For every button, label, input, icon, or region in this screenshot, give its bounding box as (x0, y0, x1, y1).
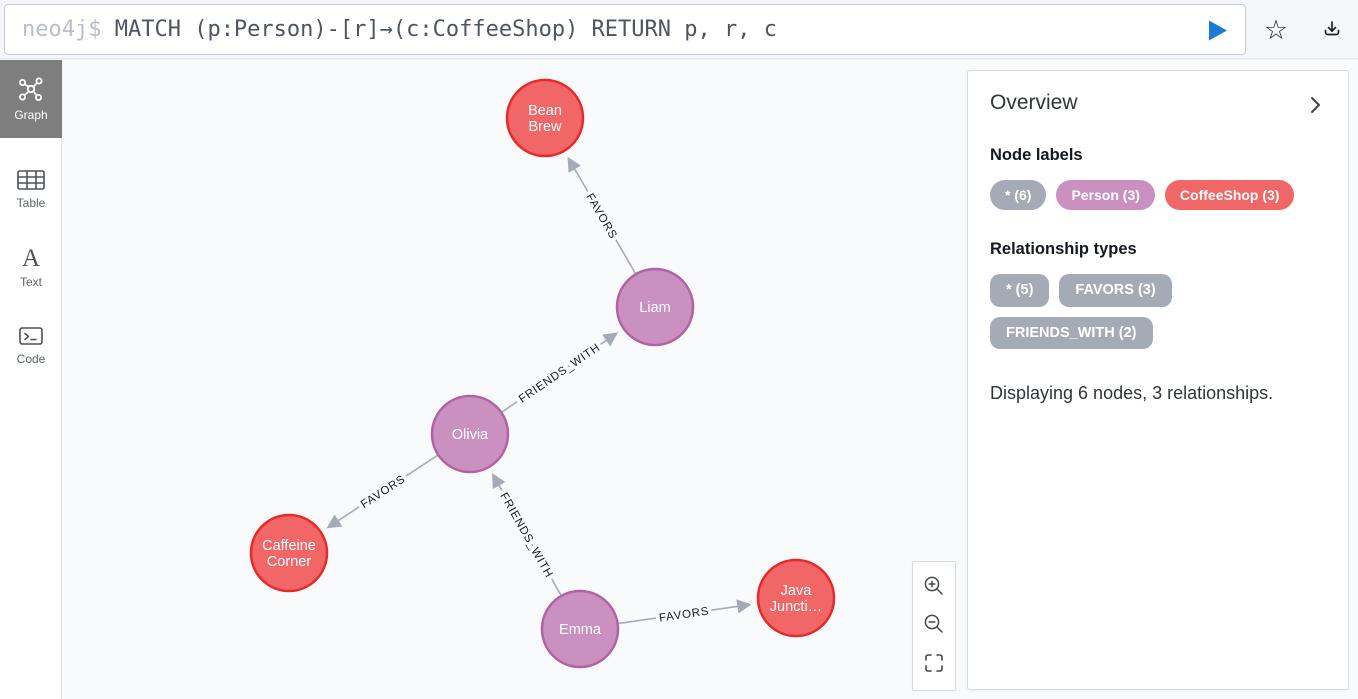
result-view-sidebar: Graph Table A Text (0, 60, 62, 699)
graph-node-emma[interactable]: Emma (540, 589, 620, 669)
relationship-type-pill[interactable]: * (5) (990, 274, 1050, 307)
code-icon (17, 324, 45, 348)
table-icon (16, 168, 46, 192)
relationship-type-pill[interactable]: FRIENDS_WITH (2) (990, 316, 1153, 349)
favorite-query-button[interactable]: ☆ (1258, 12, 1294, 48)
star-icon: ☆ (1263, 14, 1289, 45)
node-label-pill[interactable]: * (6) (990, 180, 1047, 210)
tab-table[interactable]: Table (0, 156, 62, 222)
edge-label: FAVORS (583, 192, 619, 242)
query-prompt: neo4j$ (22, 17, 102, 42)
panel-collapse-button[interactable] (1304, 93, 1326, 120)
zoom-in-icon (922, 574, 946, 601)
query-input[interactable]: neo4j$ MATCH (p:Person)-[r]→(c:CoffeeSho… (4, 4, 1246, 55)
node-label-pills: * (6) Person (3) CoffeeShop (3) (990, 180, 1326, 210)
tab-code-label: Code (16, 352, 46, 366)
zoom-out-button[interactable] (916, 609, 952, 643)
download-results-button[interactable] (1314, 12, 1350, 48)
download-icon (1320, 17, 1344, 44)
graph-node-liam[interactable]: Liam (615, 267, 695, 347)
fit-to-screen-icon (923, 652, 945, 677)
graph-edge-friends_with[interactable] (501, 332, 619, 413)
edge-label: FRIENDS_WITH (497, 491, 555, 580)
node-label-pill[interactable]: CoffeeShop (3) (1164, 180, 1295, 210)
chevron-right-icon (1306, 97, 1324, 118)
graph-edge-favors[interactable] (618, 599, 752, 625)
node-caption: Liam (639, 300, 670, 316)
node-caption: Olivia (452, 427, 489, 443)
edge-label: FRIENDS_WITH (517, 342, 603, 406)
graph-edge-favors[interactable] (567, 156, 637, 274)
overview-title: Overview (990, 91, 1078, 114)
text-icon: A (21, 244, 41, 272)
graph-edge-friends_with[interactable] (492, 473, 562, 596)
query-text[interactable]: neo4j$ MATCH (p:Person)-[r]→(c:CoffeeSho… (22, 17, 777, 42)
tab-text-label: Text (19, 274, 42, 289)
relationship-type-pill[interactable]: FAVORS (3) (1059, 274, 1172, 307)
node-labels-heading: Node labels (990, 146, 1083, 164)
result-status-text: Displaying 6 nodes, 3 relationships. (990, 383, 1274, 403)
tab-table-label: Table (16, 196, 46, 210)
graph-edge-favors[interactable] (326, 454, 438, 529)
fit-to-screen-button[interactable] (916, 648, 952, 682)
tab-graph-label: Graph (14, 108, 48, 122)
tab-text[interactable]: A Text (0, 234, 62, 300)
edge-label: FAVORS (359, 473, 408, 511)
run-query-button[interactable] (1207, 19, 1229, 42)
tab-graph[interactable]: Graph (0, 60, 62, 138)
graph-icon (17, 76, 45, 104)
graph-node-olivia[interactable]: Olivia (430, 394, 510, 474)
edge-label: FAVORS (658, 606, 710, 625)
play-icon (1207, 19, 1229, 42)
zoom-in-button[interactable] (916, 570, 952, 604)
zoom-out-icon (922, 612, 946, 639)
tab-code[interactable]: Code (0, 312, 62, 378)
zoom-controls (912, 561, 956, 691)
cypher-query: MATCH (p:Person)-[r]→(c:CoffeeShop) RETU… (101, 17, 777, 42)
node-caption: Emma (559, 622, 602, 638)
relationship-types-heading: Relationship types (990, 240, 1137, 258)
overview-panel: Overview Node labels * (6) Person (3) Coff… (967, 70, 1349, 690)
node-label-pill[interactable]: Person (3) (1056, 180, 1155, 210)
graph-visualization[interactable]: FAVORS FRIENDS_WITH FAVORS FRIENDS_WITH FAVO… (63, 60, 1358, 699)
query-editor-strip: neo4j$ MATCH (p:Person)-[r]→(c:CoffeeSho… (0, 0, 1358, 59)
relationship-type-pills: * (5) FAVORS (3) FRIENDS_WITH (2) (990, 274, 1326, 349)
